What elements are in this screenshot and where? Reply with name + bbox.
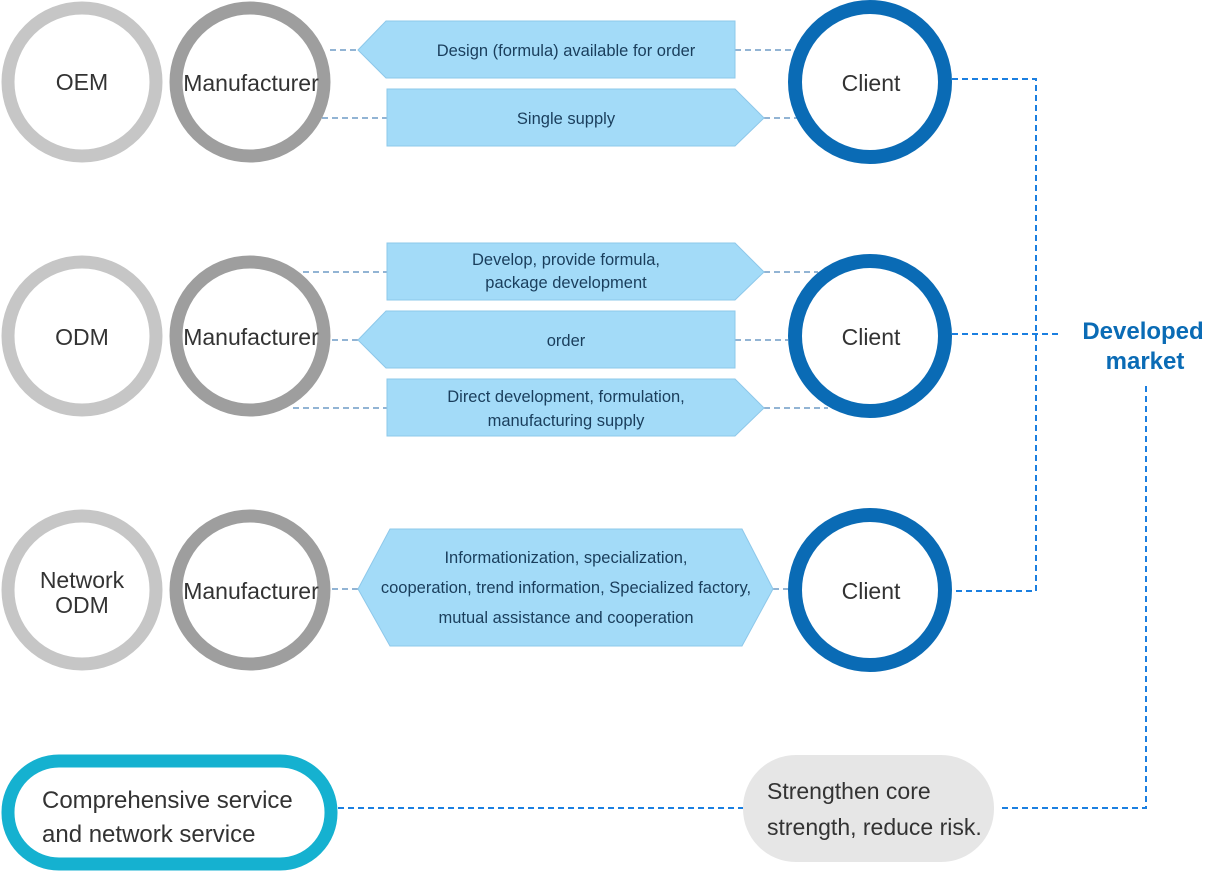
flow-box-label: package development: [485, 274, 647, 292]
client-circle: [788, 508, 952, 672]
flow-boxes: Design (formula) available for order Sin…: [357, 20, 774, 647]
manufacturer-label: Manufacturer: [183, 578, 319, 604]
service-pill-border: [1, 754, 338, 871]
type-label: ODM: [55, 324, 109, 350]
service-label: Comprehensive service: [42, 787, 293, 814]
manufacturer-circle: [169, 1, 331, 163]
flow-box-to-manufacturer: [357, 20, 736, 79]
developed-market: Developed market: [1082, 318, 1203, 375]
flow-box-to-client: [386, 242, 765, 301]
type-circle: [1, 1, 163, 163]
market-label: market: [1106, 348, 1185, 375]
strength-label: Strengthen core: [767, 778, 931, 804]
market-strength-connector: [998, 386, 1147, 809]
flow-box-label: mutual assistance and cooperation: [439, 609, 694, 627]
row-odm: ODM Manufacturer Client: [1, 254, 952, 418]
flow-box-label: order: [547, 332, 586, 350]
flow-box-to-client: [386, 88, 765, 147]
flow-box-label: manufacturing supply: [488, 412, 646, 430]
row-oem: OEM Manufacturer Client: [1, 0, 952, 164]
strength-pill-bg: [743, 755, 994, 862]
service-pill: Comprehensive service and network servic…: [1, 754, 338, 871]
flow-box-label: Direct development, formulation,: [447, 388, 685, 406]
row-network-odm: Network ODM Manufacturer Client: [1, 508, 952, 672]
manufacturer-circle: [169, 255, 331, 417]
client-label: Client: [842, 578, 901, 604]
manufacturer-circle: [169, 509, 331, 671]
manufacturer-label: Manufacturer: [183, 70, 319, 96]
client-label: Client: [842, 70, 901, 96]
flow-box-label: Single supply: [517, 110, 616, 128]
market-label: Developed: [1082, 318, 1203, 345]
client-label: Client: [842, 324, 901, 350]
service-label: and network service: [42, 821, 255, 848]
type-label: OEM: [56, 69, 108, 95]
client-circle: [788, 0, 952, 164]
flow-box-label: Develop, provide formula,: [472, 251, 660, 269]
type-label: Network: [40, 567, 125, 593]
market-connectors: [338, 78, 1147, 809]
flow-box-label: cooperation, trend information, Speciali…: [381, 579, 751, 597]
flow-box-to-manufacturer: [357, 310, 736, 369]
type-circle: [1, 509, 163, 671]
manufacturer-label: Manufacturer: [183, 324, 319, 350]
flow-box-to-client: [386, 378, 765, 437]
type-circle: [1, 255, 163, 417]
strength-label: strength, reduce risk.: [767, 814, 982, 840]
flow-connectors: [293, 49, 828, 590]
client-circle: [788, 254, 952, 418]
strength-pill: Strengthen core strength, reduce risk.: [743, 755, 994, 862]
flow-box-bidirectional: [357, 528, 774, 647]
flow-box-label: Design (formula) available for order: [437, 42, 696, 60]
type-label: ODM: [55, 592, 109, 618]
flow-box-label: Informationization, specialization,: [444, 549, 687, 567]
